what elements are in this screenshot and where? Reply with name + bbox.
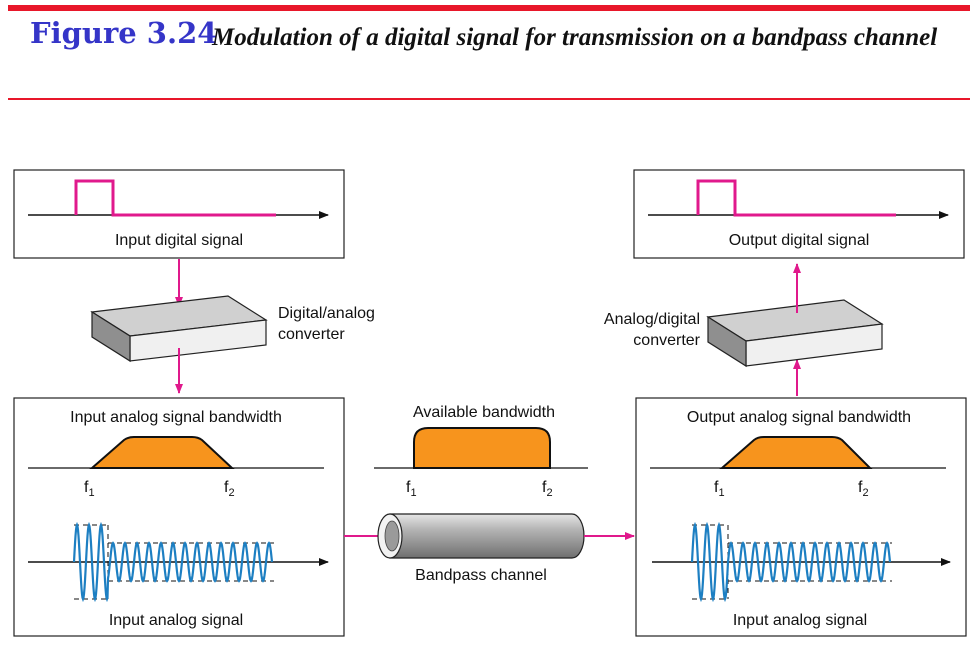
available-bandwidth-group: Available bandwidth f1 f2 — [374, 404, 588, 499]
input-analog-label-right: Input analog signal — [733, 612, 867, 629]
digital-pulse — [696, 179, 896, 217]
input-digital-panel: Input digital signal — [13, 169, 345, 259]
output-digital-label: Output digital signal — [729, 232, 870, 249]
available-bandwidth-shape — [413, 427, 551, 469]
f1-label: f1 — [406, 479, 417, 499]
figure-title: Modulation of a digital signal for trans… — [212, 24, 938, 51]
ad-converter-label-2: converter — [633, 332, 700, 349]
output-digital-panel: Output digital signal — [633, 169, 965, 259]
input-bandwidth-label: Input analog signal bandwidth — [70, 409, 282, 426]
da-converter-label-1: Digital/analog — [278, 305, 375, 322]
available-bandwidth-label: Available bandwidth — [413, 404, 555, 421]
input-analog-label-left: Input analog signal — [109, 612, 243, 629]
bandpass-channel-label: Bandpass channel — [415, 567, 547, 584]
figure-number: Figure 3.24 — [30, 16, 218, 50]
da-converter-block — [90, 295, 268, 363]
da-converter-label-2: converter — [278, 326, 345, 343]
f1-label: f1 — [84, 479, 95, 499]
modulated-wave — [690, 521, 892, 603]
f2-label: f2 — [542, 479, 553, 499]
ad-converter-block — [706, 299, 884, 368]
output-bandwidth-label: Output analog signal bandwidth — [687, 409, 911, 426]
bandpass-channel-pipe — [377, 513, 585, 559]
f2-label: f2 — [224, 479, 235, 499]
input-digital-label: Input digital signal — [115, 232, 243, 249]
f2-label: f2 — [858, 479, 869, 499]
input-analog-panel: Input analog signal bandwidth f1 f2 Inpu… — [13, 397, 345, 637]
f1-label: f1 — [714, 479, 725, 499]
title-bottom-rule — [8, 98, 970, 100]
output-analog-panel: Output analog signal bandwidth f1 f2 Inp… — [635, 397, 967, 637]
modulated-wave — [72, 521, 274, 603]
digital-pulse — [74, 179, 276, 217]
output-bandwidth-shape — [719, 436, 873, 469]
input-bandwidth-shape — [89, 436, 235, 469]
title-top-rule — [8, 5, 970, 11]
ad-converter-label-1: Analog/digital — [604, 311, 700, 328]
